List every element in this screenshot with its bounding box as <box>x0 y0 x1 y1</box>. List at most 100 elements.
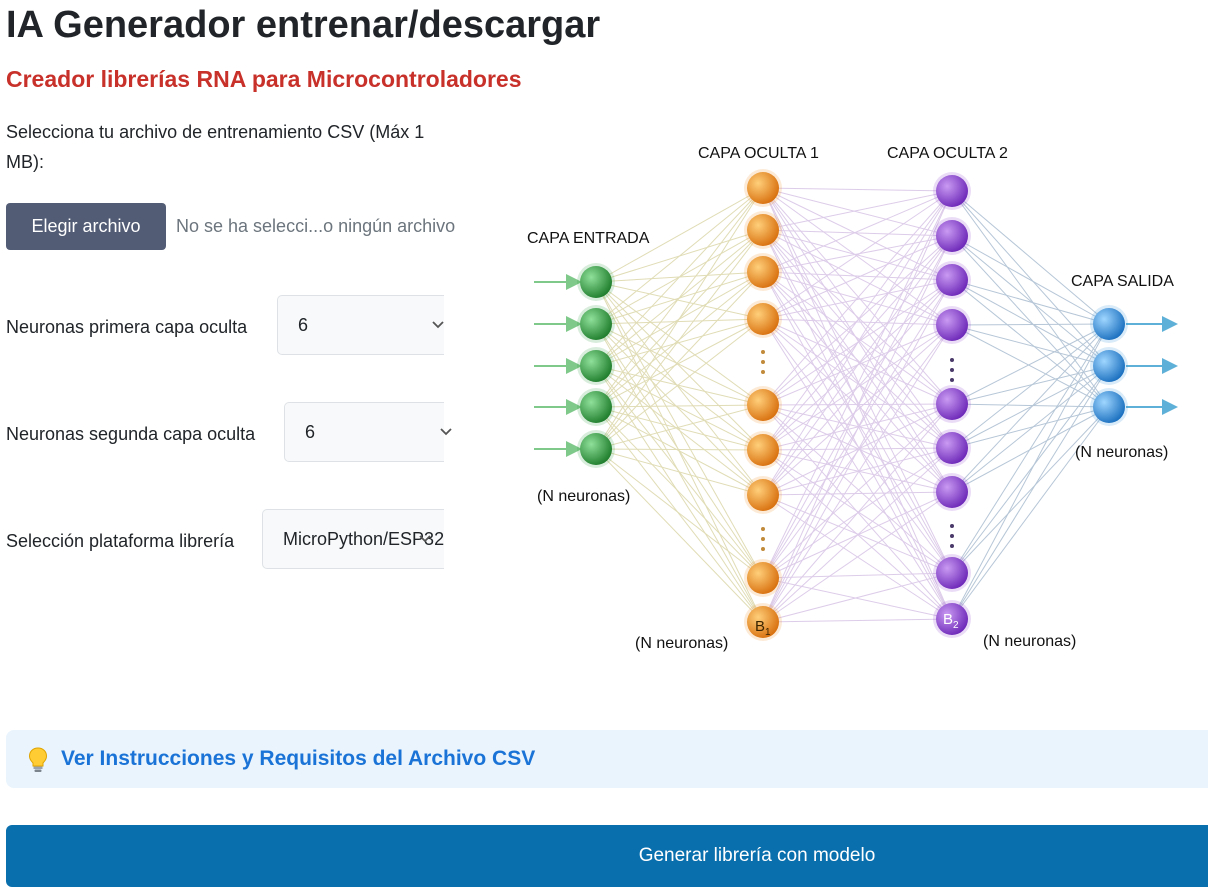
platform-select[interactable]: MicroPython/ESP32 <box>262 509 444 569</box>
connection-line <box>762 190 953 406</box>
hidden2-count-label: (N neuronas) <box>983 633 1076 650</box>
connection-line <box>762 318 953 326</box>
csv-file-label: Selecciona tu archivo de entrenamiento C… <box>6 122 425 172</box>
hidden1-value: 6 <box>298 315 309 335</box>
file-status-text: No se ha selecci...o ningún archivo <box>176 216 456 236</box>
connection-line <box>595 323 764 451</box>
choose-file-button[interactable]: Elegir archivo <box>6 203 166 250</box>
connection-line <box>762 449 953 620</box>
connection-line <box>762 403 953 623</box>
connection-line <box>951 235 1110 367</box>
generate-library-button[interactable]: Generar librería con modelo <box>6 825 1208 887</box>
connection-line <box>595 271 764 450</box>
chevron-down-icon <box>419 535 431 543</box>
chevron-down-icon <box>440 428 452 436</box>
csv-instructions-link[interactable]: Ver Instrucciones y Requisitos del Archi… <box>61 747 536 770</box>
connection-line <box>762 279 953 623</box>
output-arrows <box>1126 316 1178 415</box>
hidden1-node <box>747 256 779 288</box>
connection-line <box>762 190 953 273</box>
connection-line <box>762 279 953 406</box>
connection-line <box>762 318 953 574</box>
connection-line <box>762 235 953 623</box>
connection-line <box>595 187 764 408</box>
connection-line <box>951 406 1110 493</box>
connection-line <box>762 404 953 620</box>
platform-label: Selección plataforma librería <box>6 531 235 551</box>
connection-line <box>595 365 764 451</box>
connection-line <box>762 271 953 281</box>
connection-line <box>595 406 764 579</box>
hidden2-node <box>936 220 968 252</box>
connection-line <box>762 229 953 237</box>
connection-line <box>762 229 953 620</box>
platform-value: MicroPython/ESP32 <box>283 529 445 549</box>
input-node <box>580 308 612 340</box>
connection-line <box>951 190 1110 408</box>
connection-line <box>951 406 1110 574</box>
connection-line <box>762 190 953 320</box>
connection-line <box>595 406 764 623</box>
connection-line <box>595 229 764 450</box>
connection-line <box>762 403 953 496</box>
connection-line <box>595 187 764 450</box>
connection-line <box>762 447 953 579</box>
output-layer-label: CAPA SALIDA <box>1071 273 1174 290</box>
connection-line <box>595 448 764 623</box>
connection-line <box>951 365 1110 493</box>
output-count-label: (N neuronas) <box>1075 444 1168 461</box>
connection-line <box>595 187 764 325</box>
connection-line <box>595 187 764 283</box>
connection-line <box>762 447 953 496</box>
connection-line <box>595 318 764 408</box>
connection-line <box>951 323 1110 405</box>
connection-line <box>595 281 764 496</box>
hidden2-node <box>936 388 968 420</box>
connection-line <box>762 187 953 449</box>
page-title: IA Generador entrenar/descargar <box>6 4 601 46</box>
connection-line <box>762 279 953 579</box>
hidden2-node <box>936 603 968 635</box>
connection-line <box>762 324 953 579</box>
connection-line <box>595 404 764 450</box>
connection-line <box>951 235 1110 325</box>
connection-line <box>595 187 764 367</box>
input-node <box>580 433 612 465</box>
connection-line <box>762 324 953 451</box>
connection-line <box>951 323 1110 449</box>
connection-line <box>762 279 953 496</box>
connection-line <box>762 229 953 449</box>
connection-line <box>951 323 1110 493</box>
connection-line <box>595 318 764 367</box>
output-node <box>1093 391 1125 423</box>
input-layer-label: CAPA ENTRADA <box>527 230 650 247</box>
hidden2-select[interactable]: 6 <box>284 402 452 462</box>
connection-line <box>762 271 953 449</box>
connection-line <box>762 271 953 493</box>
connection-line <box>762 187 953 493</box>
connection-line <box>762 318 953 449</box>
connection-line <box>762 318 953 620</box>
connection-line <box>951 365 1110 620</box>
hidden1-select[interactable]: 6 <box>277 295 444 355</box>
connection-line <box>762 271 953 326</box>
connection-line <box>762 318 953 405</box>
connection-line <box>762 279 953 320</box>
csv-instructions-toggle[interactable]: Ver Instrucciones y Requisitos del Archi… <box>6 730 1208 788</box>
connection-line <box>762 235 953 273</box>
hidden1-node <box>747 389 779 421</box>
connection-line <box>762 235 953 579</box>
connection-line <box>595 281 764 320</box>
connection-line <box>762 494 953 574</box>
hidden1-node <box>747 606 779 638</box>
output-node <box>1093 308 1125 340</box>
bias2-node-label: B2 <box>943 611 959 631</box>
connection-line <box>595 406 764 496</box>
connection-line <box>762 271 953 620</box>
connection-line <box>762 235 953 320</box>
hidden1-node <box>747 214 779 246</box>
hidden2-layer-label: CAPA OCULTA 2 <box>887 145 1008 162</box>
connection-line <box>595 318 764 325</box>
hidden2-node <box>936 175 968 207</box>
connection-line <box>762 449 953 574</box>
